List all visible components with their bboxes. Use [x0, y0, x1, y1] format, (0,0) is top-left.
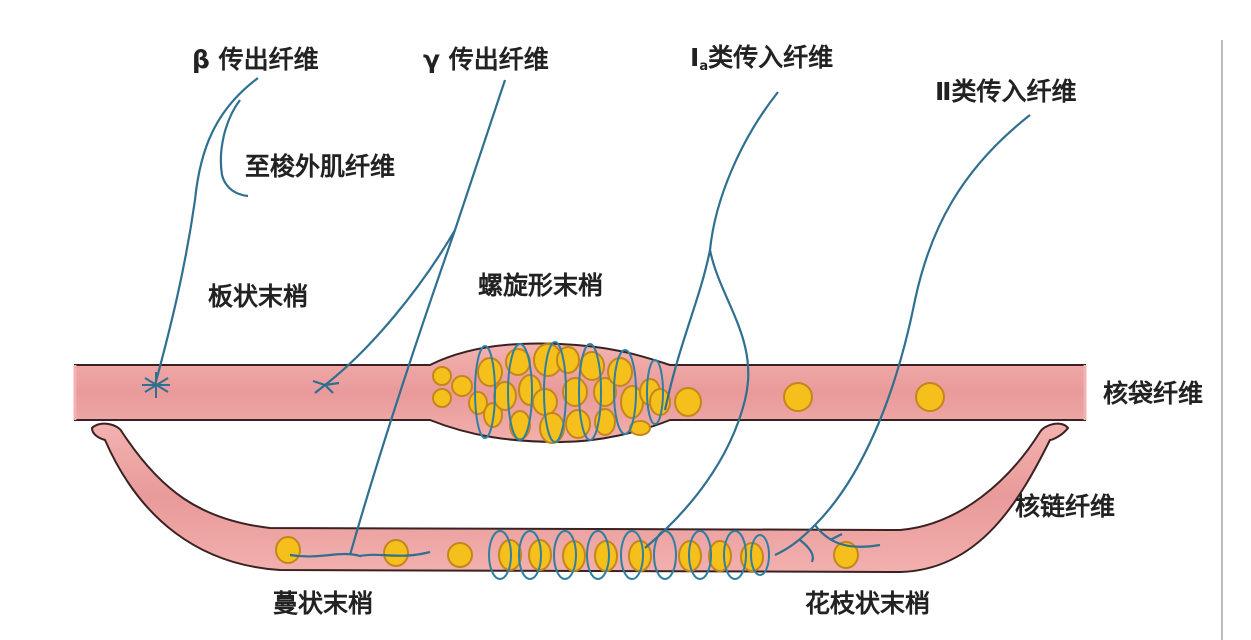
nucleus: [915, 382, 945, 412]
plate-ending-icon: [142, 372, 170, 398]
nucleus: [593, 377, 617, 407]
nucleus: [451, 375, 473, 397]
nucleus: [565, 409, 591, 439]
chain-fiber-nuclei: [275, 536, 859, 572]
nucleus: [562, 377, 588, 407]
label-trail-ending: 蔓状末梢: [273, 589, 373, 618]
spiral-coil: [543, 341, 567, 443]
spiral-coil: [613, 349, 637, 435]
gamma-bag-ending-icon: [312, 379, 340, 394]
label-flower-spray-ending: 花枝状末梢: [805, 589, 930, 618]
gamma-to-chain-branch: [348, 229, 457, 556]
label-beta-efferent: β 传出纤维: [192, 45, 319, 74]
label-gamma-efferent: γ 传出纤维: [423, 45, 549, 74]
nucleus: [674, 387, 702, 417]
nucleus: [383, 539, 409, 567]
label-plate-ending: 板状末梢: [208, 282, 308, 311]
flower-spray-ending: [799, 524, 881, 563]
spiral-coil: [507, 343, 533, 441]
spiral-coil: [586, 530, 610, 580]
label-ii-afferent: Ⅱ类传入纤维: [935, 77, 1076, 106]
label-annulospiral-ending: 螺旋形末梢: [478, 271, 603, 300]
spiral-coil: [750, 534, 770, 576]
nucleus: [468, 391, 488, 415]
gamma-efferent-fiber: [324, 79, 507, 386]
nucleus: [432, 388, 452, 408]
spiral-coil: [488, 530, 512, 580]
ia-to-chain-branch: [644, 249, 750, 549]
nucleus: [493, 381, 517, 411]
spiral-coil: [553, 530, 577, 580]
nucleus: [447, 542, 473, 568]
spiral-coil: [518, 530, 542, 580]
nucleus: [833, 541, 859, 569]
label-nuclear-chain-fiber: 核链纤维: [1015, 492, 1115, 521]
trail-ending: [289, 550, 431, 558]
nucleus: [607, 357, 633, 387]
spiral-coils: [474, 341, 770, 580]
spiral-coil: [620, 530, 644, 580]
nucleus: [477, 357, 503, 387]
spiral-coil: [723, 530, 747, 580]
spiral-coil: [646, 359, 664, 425]
spiral-coil: [474, 345, 496, 439]
nucleus: [783, 382, 813, 412]
label-to-extrafusal: 至梭外肌纤维: [245, 152, 395, 181]
beta-efferent-fiber: [153, 77, 259, 386]
nucleus: [275, 536, 301, 564]
nucleus: [432, 366, 452, 386]
spiral-coil: [688, 530, 712, 580]
ii-afferent-fiber: [774, 114, 1031, 556]
label-ia-afferent: Ia类传入纤维: [690, 43, 833, 74]
nucleus: [539, 412, 565, 444]
label-nuclear-bag-fiber: 核袋纤维: [1103, 379, 1203, 408]
nucleus: [509, 410, 531, 440]
spiral-coil: [578, 343, 602, 441]
nucleus: [594, 540, 618, 572]
nucleus: [708, 540, 732, 572]
ia-afferent-fiber: [663, 91, 779, 411]
extrafusal-branch: [219, 99, 249, 198]
